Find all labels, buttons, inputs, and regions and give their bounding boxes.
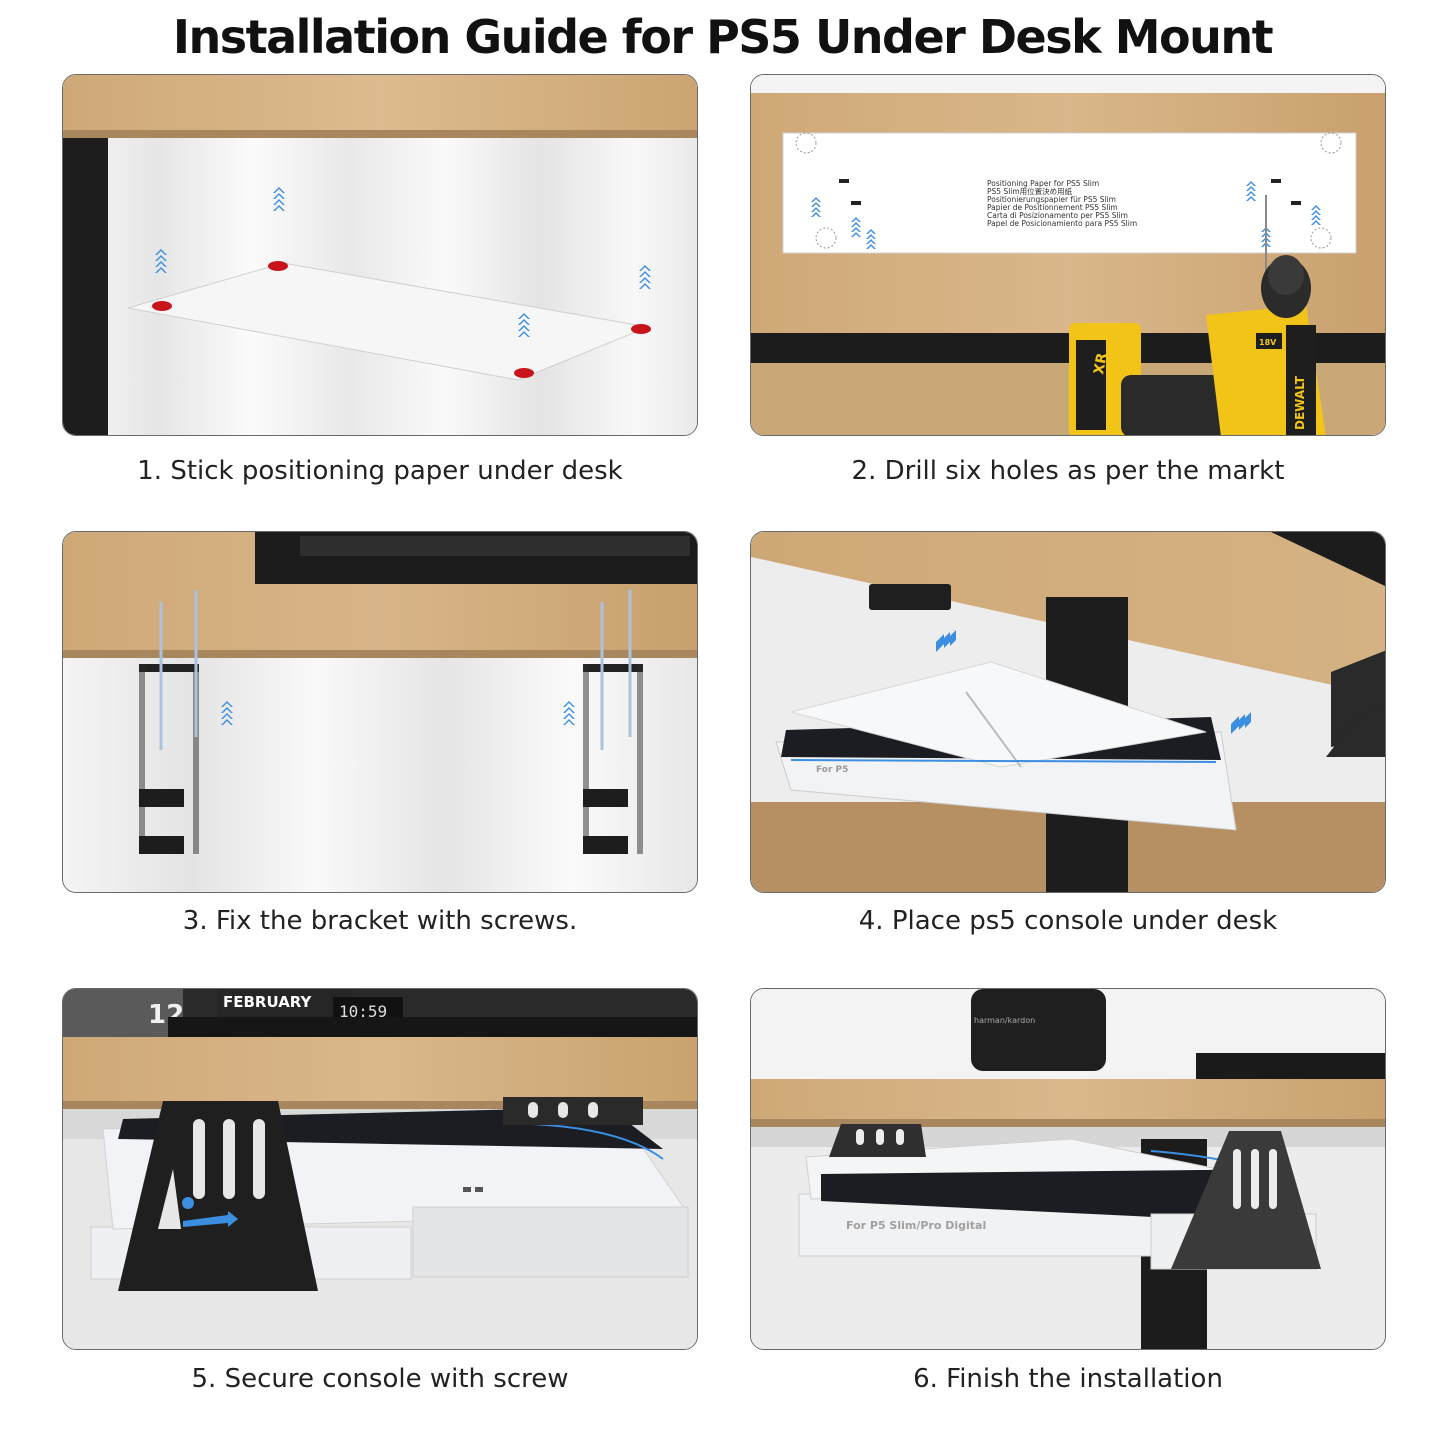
step-5-caption: 5. Secure console with screw [191,1364,569,1394]
svg-text:For P5 Slim/Pro Digital: For P5 Slim/Pro Digital [846,1219,986,1232]
bracket-right [1171,1131,1321,1269]
svg-text:For P5: For P5 [816,765,848,775]
bracket-right-top [503,1097,643,1125]
step-5-image: 12 FEBRUARY 10:59 [62,988,698,1350]
step-6-image: harman/kardon For P5 Slim/Pro Digital [750,988,1386,1350]
step-3-image [62,531,698,893]
svg-text:XR: XR [1091,351,1111,375]
svg-text:PS5 Slim用位置決め用紙: PS5 Slim用位置決め用紙 [987,186,1073,196]
svg-text:harman/kardon: harman/kardon [974,1016,1035,1025]
step-1-image [62,74,698,436]
drill: XR DEWALT 18V [1069,255,1326,435]
svg-text:10:59: 10:59 [339,1002,387,1021]
bracket-left-back [829,1124,926,1157]
step-4-image: For P5 [750,531,1386,893]
step-2-image: Positioning Paper for PS5 Slim PS5 Slim用… [750,74,1386,436]
svg-text:18V: 18V [1259,338,1277,347]
svg-text:Papel de Posicionamiento para: Papel de Posicionamiento para PS5 Slim [987,219,1137,228]
svg-text:Positioning Paper for PS5 Slim: Positioning Paper for PS5 Slim [987,179,1099,188]
svg-text:Carta di Posizionamento per PS: Carta di Posizionamento per PS5 Slim [987,211,1128,220]
step-2-caption: 2. Drill six holes as per the markt [851,456,1285,486]
positioning-paper-text: Positioning Paper for PS5 Slim PS5 Slim用… [987,179,1137,228]
step-1-caption: 1. Stick positioning paper under desk [137,456,623,486]
svg-text:Papier de Positionnement PS5 S: Papier de Positionnement PS5 Slim [987,203,1118,212]
svg-text:Positionierungspapier für PS5: Positionierungspapier für PS5 Slim [987,195,1116,204]
step-3-caption: 3. Fix the bracket with screws. [182,906,578,936]
svg-text:FEBRUARY: FEBRUARY [223,993,313,1011]
bracket-left [118,1101,318,1291]
step-6-caption: 6. Finish the installation [913,1364,1223,1394]
page-title: Installation Guide for PS5 Under Desk Mo… [172,10,1274,64]
svg-text:DEWALT: DEWALT [1293,375,1307,430]
step-4-caption: 4. Place ps5 console under desk [858,906,1278,936]
